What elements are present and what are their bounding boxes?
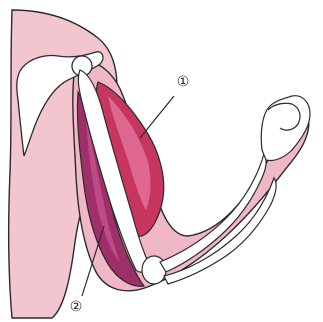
label-1: ①: [177, 74, 190, 90]
elbow-joint: [142, 256, 166, 284]
label-2: ②: [70, 299, 83, 315]
hand-bones: [261, 96, 310, 161]
label-1-leader: [140, 96, 174, 138]
